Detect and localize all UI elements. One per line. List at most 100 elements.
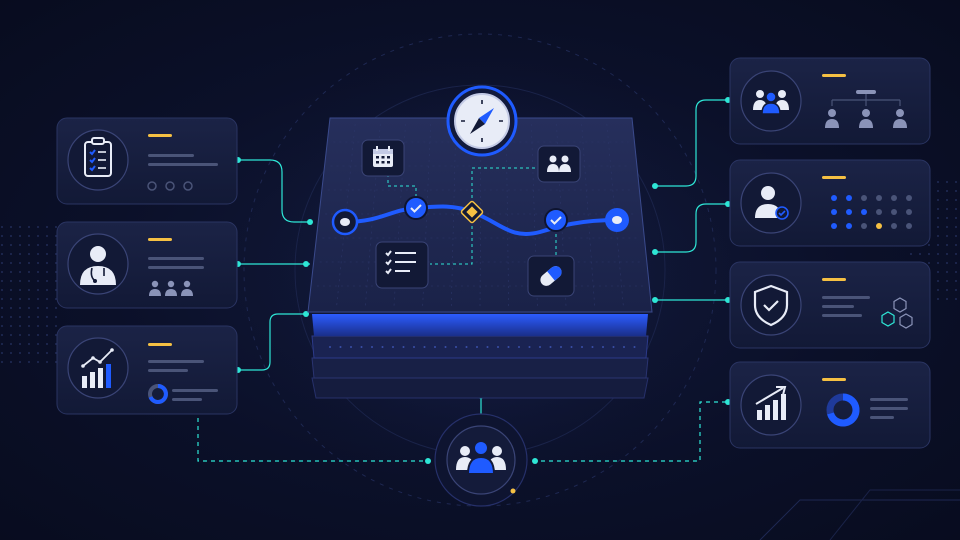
accent-bar [148,238,172,241]
grid-dot [906,195,912,201]
layer-dot [402,346,405,348]
layer-dot [591,346,594,348]
route-start-node [331,208,359,236]
grid-dot [831,195,837,201]
check-node-2[interactable] [544,208,568,232]
layer-dot [497,346,499,348]
connectors [197,99,728,462]
layer-dot [570,346,573,348]
corner-line-decor-2 [829,489,960,540]
layer-dot [329,346,331,348]
calendar-tile[interactable] [361,139,405,177]
node [652,183,658,189]
team-icon [753,90,789,115]
layer-dot [392,346,394,348]
grid-dot [846,195,852,201]
accent-bar [822,74,846,77]
hub-accent-dot [510,488,516,494]
grid-line [451,123,457,307]
compass-badge[interactable] [446,85,518,157]
grid-dot [891,195,897,201]
layer-dot [339,346,342,348]
layer-dot [350,346,352,348]
card-analytics[interactable] [56,325,238,415]
text-line [870,407,908,410]
grid-dot [846,209,852,215]
hexagons-icon [881,297,913,329]
layer-dot [581,346,583,348]
card-verified-user[interactable] [729,159,931,247]
text-line [870,416,894,419]
card-team[interactable] [729,57,931,145]
card-checklist[interactable] [56,117,238,205]
node [532,458,538,464]
pill-tile[interactable] [527,255,575,297]
layer-dot [539,346,541,348]
dot-outline [165,181,175,191]
grid-line [505,123,509,307]
text-line [148,154,194,157]
grid-dot [861,195,867,201]
grid-dot [831,209,837,215]
verified-user-icon [755,186,789,220]
node [425,458,431,464]
accent-bar [148,343,172,346]
connector-team [655,99,728,187]
text-line [148,257,204,260]
card-security[interactable] [729,261,931,349]
text-line [148,360,204,363]
text-line [870,398,908,401]
card-growth[interactable] [729,361,931,449]
layer-dot [455,346,457,348]
text-line [822,305,854,308]
connector-checklist [238,159,310,223]
card-doctor[interactable] [56,221,238,309]
dot-outline [183,181,193,191]
corner-line-decor [759,499,960,540]
layer-dot [633,346,636,348]
dot-outline [147,181,157,191]
connector-hub-left [197,410,430,462]
accent-bar [822,176,846,179]
diamond-milestone-icon[interactable] [460,200,484,224]
text-line [148,266,204,269]
node [652,249,658,255]
accent-bar [822,278,846,281]
grid-dot [831,223,837,229]
check-node-1[interactable] [404,196,428,220]
pill-icon [540,266,562,286]
hub-node[interactable] [434,413,528,507]
growth-chart-icon [81,348,114,388]
layer-dot [560,346,562,348]
people-icon [149,280,193,296]
layer-dot [360,346,363,348]
grid-dot [876,223,882,229]
node [652,297,658,303]
connector-hub-right [533,401,728,462]
layer-dot [434,346,436,348]
platform-layer-1 [312,314,648,336]
layer-dot [371,346,373,348]
people-icon [547,155,571,172]
node [307,219,313,225]
icon-ring [740,172,802,234]
link-people [471,167,538,204]
text-line [822,296,870,299]
checklist-tile[interactable] [375,241,429,289]
people-tile[interactable] [537,145,581,183]
platform-layer-3 [311,357,649,379]
text-line [172,389,218,392]
text-line [822,314,862,317]
connector-verified [655,203,728,253]
grid-dot [906,223,912,229]
grid-dot [861,223,867,229]
donut-icon [826,393,860,427]
dot-pattern-left [0,220,60,370]
grid-dot [876,195,882,201]
platform-layer-4 [311,377,649,399]
layer-dot [486,346,489,348]
layer-dots [329,346,636,348]
link-calendar [387,174,417,200]
